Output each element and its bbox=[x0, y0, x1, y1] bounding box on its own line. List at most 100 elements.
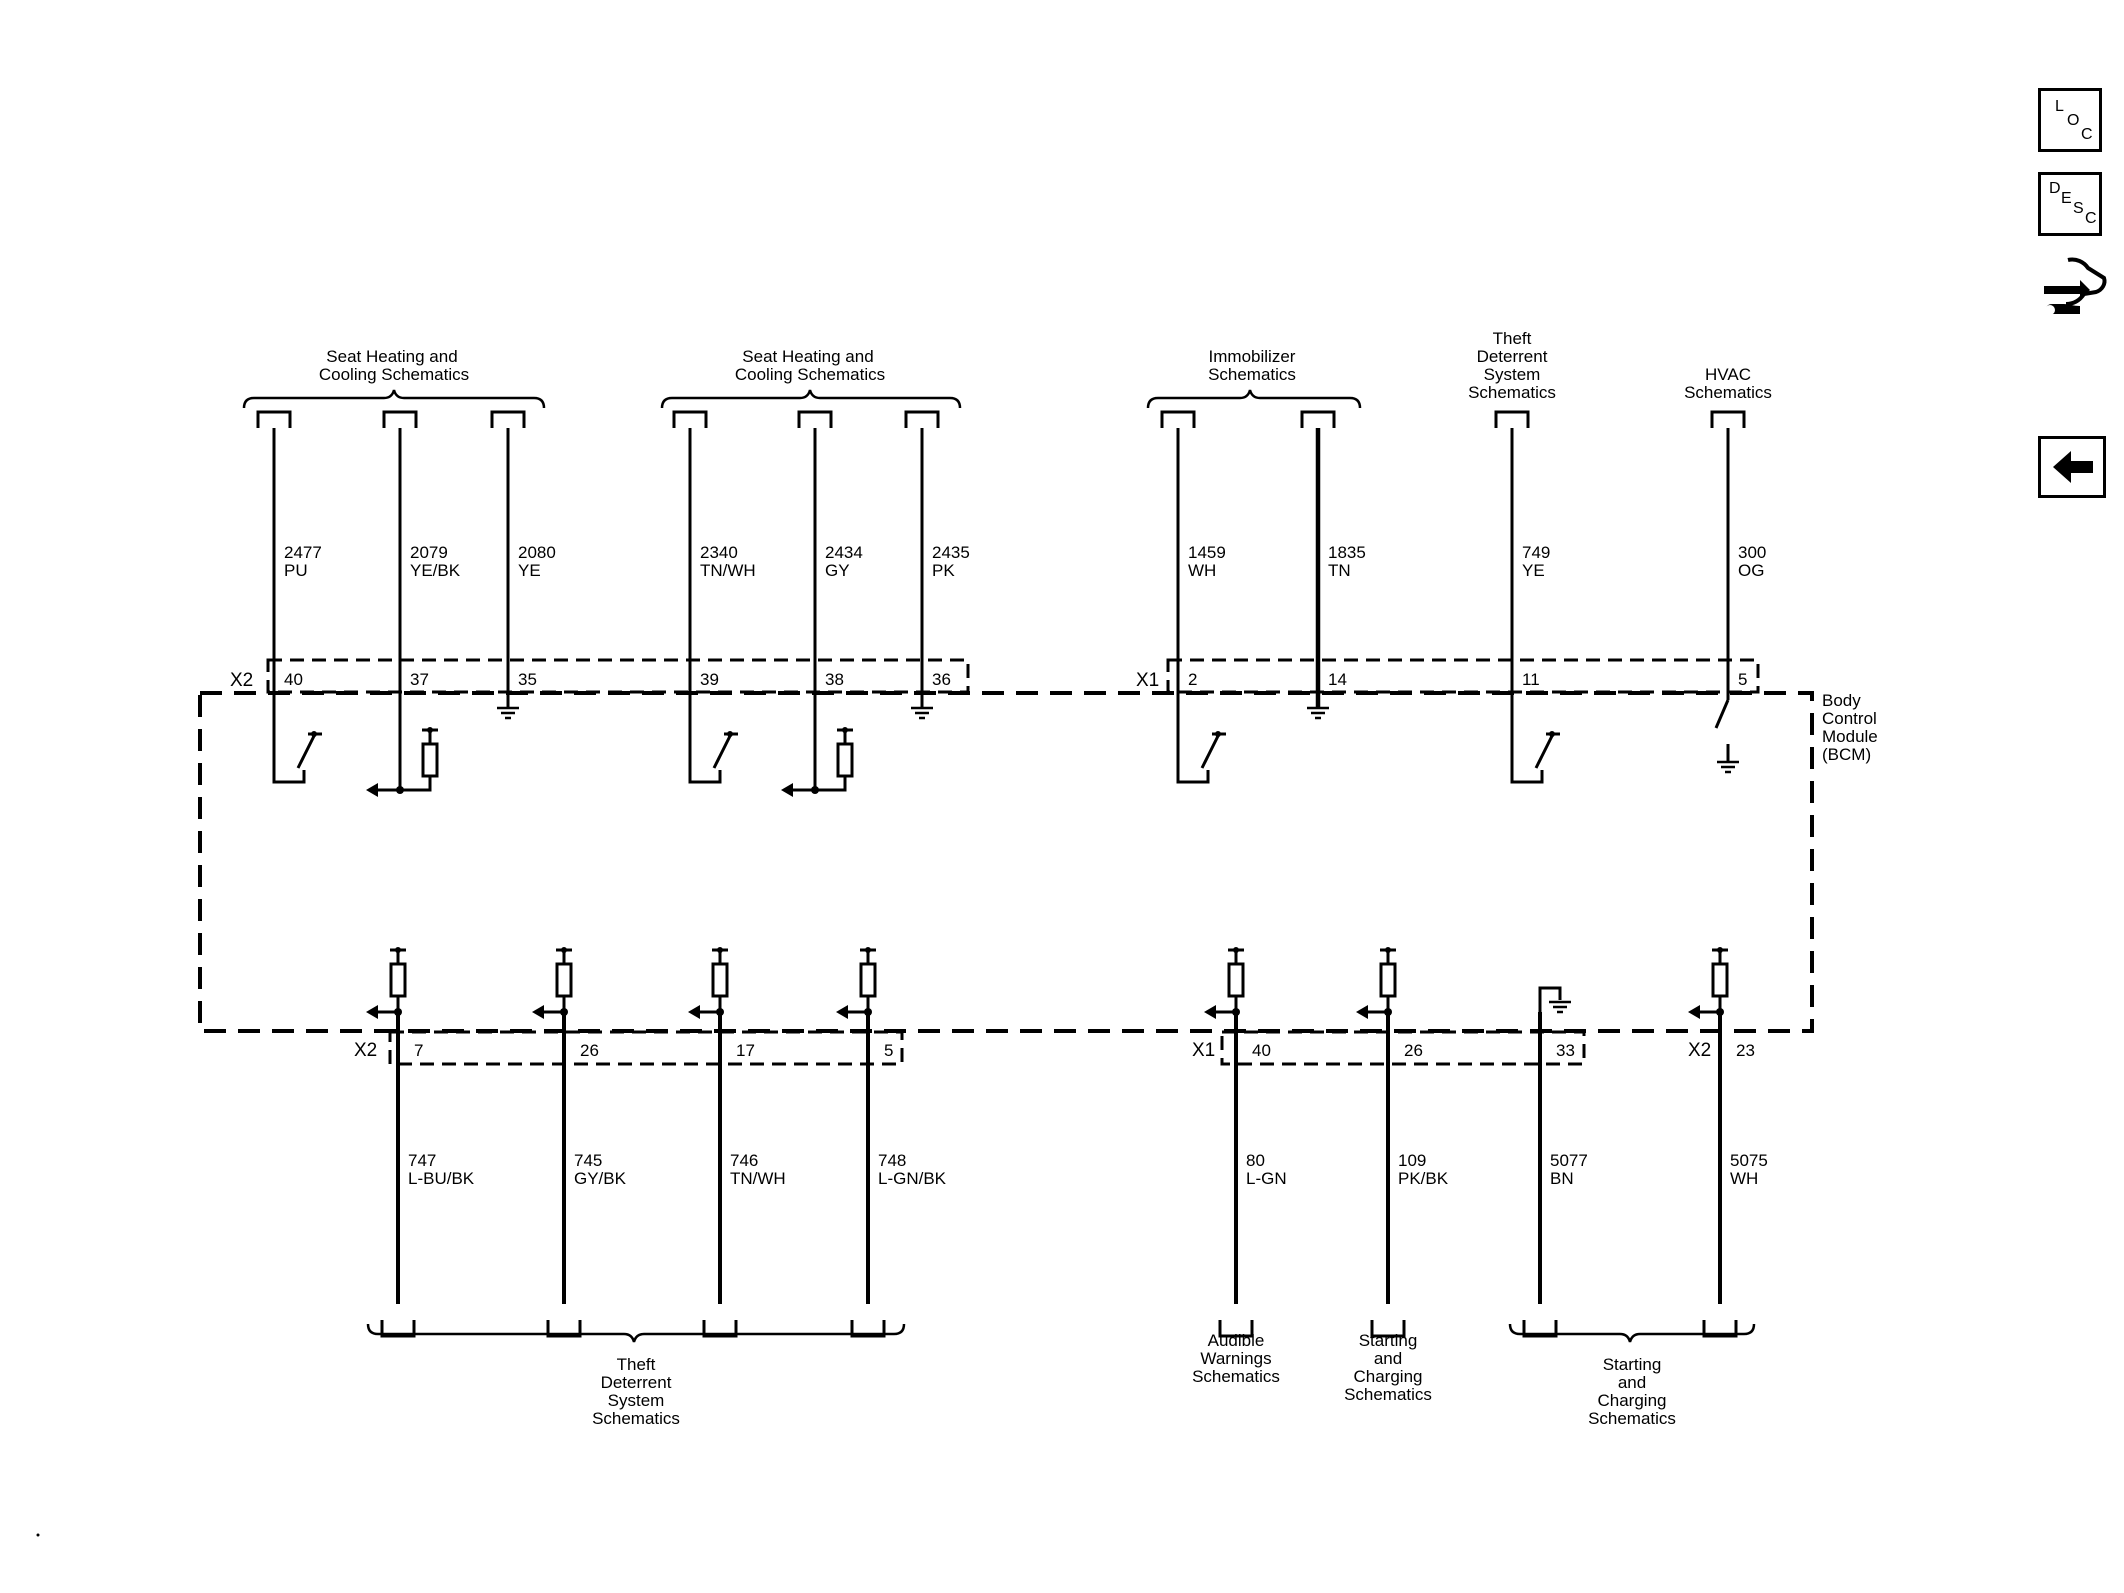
description-button[interactable]: D E S C bbox=[2038, 172, 2102, 236]
svg-text:HVAC: HVAC bbox=[1705, 365, 1751, 384]
svg-text:System: System bbox=[608, 1391, 665, 1410]
input-arrow bbox=[688, 1005, 700, 1019]
svg-text:and: and bbox=[1618, 1373, 1646, 1392]
pin-number: 36 bbox=[932, 670, 951, 689]
wire-color: PU bbox=[284, 561, 308, 580]
wire-color: L-GN/BK bbox=[878, 1169, 947, 1188]
loc-letter-c: C bbox=[2081, 126, 2093, 143]
svg-text:Schematics: Schematics bbox=[1208, 365, 1296, 384]
desc-letter-c: C bbox=[2085, 210, 2097, 227]
loc-letter-o: O bbox=[2067, 112, 2080, 129]
svg-text:Seat Heating and: Seat Heating and bbox=[742, 347, 873, 366]
svg-text:Schematics: Schematics bbox=[1468, 383, 1556, 402]
bottom-x1-label: X1 bbox=[1192, 1040, 1215, 1061]
wire-color: OG bbox=[1738, 561, 1764, 580]
ground-symbol bbox=[911, 706, 933, 720]
circuit-number: 745 bbox=[574, 1151, 602, 1170]
wire-color: YE bbox=[518, 561, 541, 580]
svg-text:Starting: Starting bbox=[1603, 1355, 1662, 1374]
bottom-x2-connector bbox=[388, 1030, 904, 1066]
circuit-number: 300 bbox=[1738, 543, 1766, 562]
wire-color: WH bbox=[1730, 1169, 1758, 1188]
pin-number: 35 bbox=[518, 670, 537, 689]
svg-text:Theft: Theft bbox=[1493, 329, 1532, 348]
svg-text:Schematics: Schematics bbox=[1588, 1409, 1676, 1428]
svg-text:Cooling Schematics: Cooling Schematics bbox=[319, 365, 469, 384]
svg-text:Schematics: Schematics bbox=[1344, 1385, 1432, 1404]
top-group-hvac: HVAC Schematics bbox=[1684, 365, 1772, 402]
svg-text:Cooling Schematics: Cooling Schematics bbox=[735, 365, 885, 384]
wire-color: L-BU/BK bbox=[408, 1169, 475, 1188]
top-x1-connector bbox=[1166, 658, 1760, 694]
pin-number: 14 bbox=[1328, 670, 1347, 689]
circuit-number: 2340 bbox=[700, 543, 738, 562]
wire-color: BN bbox=[1550, 1169, 1574, 1188]
wire-color: L-GN bbox=[1246, 1169, 1287, 1188]
wire-terminal bbox=[672, 410, 708, 428]
wire-color: PK/BK bbox=[1398, 1169, 1449, 1188]
svg-text:Schematics: Schematics bbox=[592, 1409, 680, 1428]
pin-number: 5 bbox=[884, 1041, 893, 1060]
svg-text:Control: Control bbox=[1822, 709, 1877, 728]
input-arrow bbox=[366, 1005, 378, 1019]
svg-text:Schematics: Schematics bbox=[1192, 1367, 1280, 1386]
desc-letter-d: D bbox=[2049, 180, 2061, 197]
wire-color: YE bbox=[1522, 561, 1545, 580]
circuit-number: 2477 bbox=[284, 543, 322, 562]
bottom-x2-left-label: X2 bbox=[354, 1040, 377, 1061]
desc-letter-s: S bbox=[2073, 200, 2084, 217]
wire-terminal bbox=[1218, 1320, 1254, 1338]
circuit-number: 109 bbox=[1398, 1151, 1426, 1170]
pin-number: 33 bbox=[1556, 1041, 1575, 1060]
circuit-number: 2080 bbox=[518, 543, 556, 562]
ground-symbol bbox=[1549, 1000, 1571, 1014]
connector-repair-icon bbox=[2044, 257, 2107, 315]
pullup-resistor-symbol bbox=[1711, 962, 1729, 998]
wire-color: YE/BK bbox=[410, 561, 461, 580]
wire-terminal bbox=[1522, 1320, 1558, 1338]
pin-number: 23 bbox=[1736, 1041, 1755, 1060]
svg-text:Schematics: Schematics bbox=[1684, 383, 1772, 402]
wire-color: GY/BK bbox=[574, 1169, 627, 1188]
connector-repair-button[interactable] bbox=[2040, 252, 2110, 336]
location-button[interactable]: L O C bbox=[2038, 88, 2102, 152]
wire-terminal bbox=[382, 410, 418, 428]
wire-color: TN bbox=[1328, 561, 1351, 580]
bottom-x2-right-label: X2 bbox=[1688, 1040, 1711, 1061]
pin-number: 11 bbox=[1522, 670, 1540, 689]
wire-color: WH bbox=[1188, 561, 1216, 580]
svg-text:Module: Module bbox=[1822, 727, 1878, 746]
pin-number: 38 bbox=[825, 670, 844, 689]
bottom-x1-connector bbox=[1220, 1030, 1586, 1066]
pullup-resistor-symbol bbox=[859, 962, 877, 998]
circuit-number: 1459 bbox=[1188, 543, 1226, 562]
pin-number: 39 bbox=[700, 670, 719, 689]
wire-terminal bbox=[797, 410, 833, 428]
bcm-module-outline bbox=[198, 691, 1814, 1033]
ground-symbol bbox=[497, 706, 519, 720]
svg-text:Immobilizer: Immobilizer bbox=[1209, 347, 1296, 366]
svg-text:Deterrent: Deterrent bbox=[601, 1373, 672, 1392]
pullup-resistor-symbol bbox=[555, 962, 573, 998]
bottom-group-audible-warnings: Audible Warnings Schematics bbox=[1192, 1331, 1280, 1386]
bottom-group-starting-charging-1: Starting and Charging Schematics bbox=[1344, 1331, 1432, 1404]
switch-symbol bbox=[1510, 692, 1560, 784]
pin-number: 40 bbox=[284, 670, 303, 689]
svg-text:Body: Body bbox=[1822, 691, 1861, 710]
pullup-resistor-symbol bbox=[1379, 962, 1397, 998]
wire-terminal bbox=[1160, 410, 1196, 428]
back-button[interactable] bbox=[2038, 436, 2106, 498]
wire-terminal bbox=[702, 1320, 738, 1338]
